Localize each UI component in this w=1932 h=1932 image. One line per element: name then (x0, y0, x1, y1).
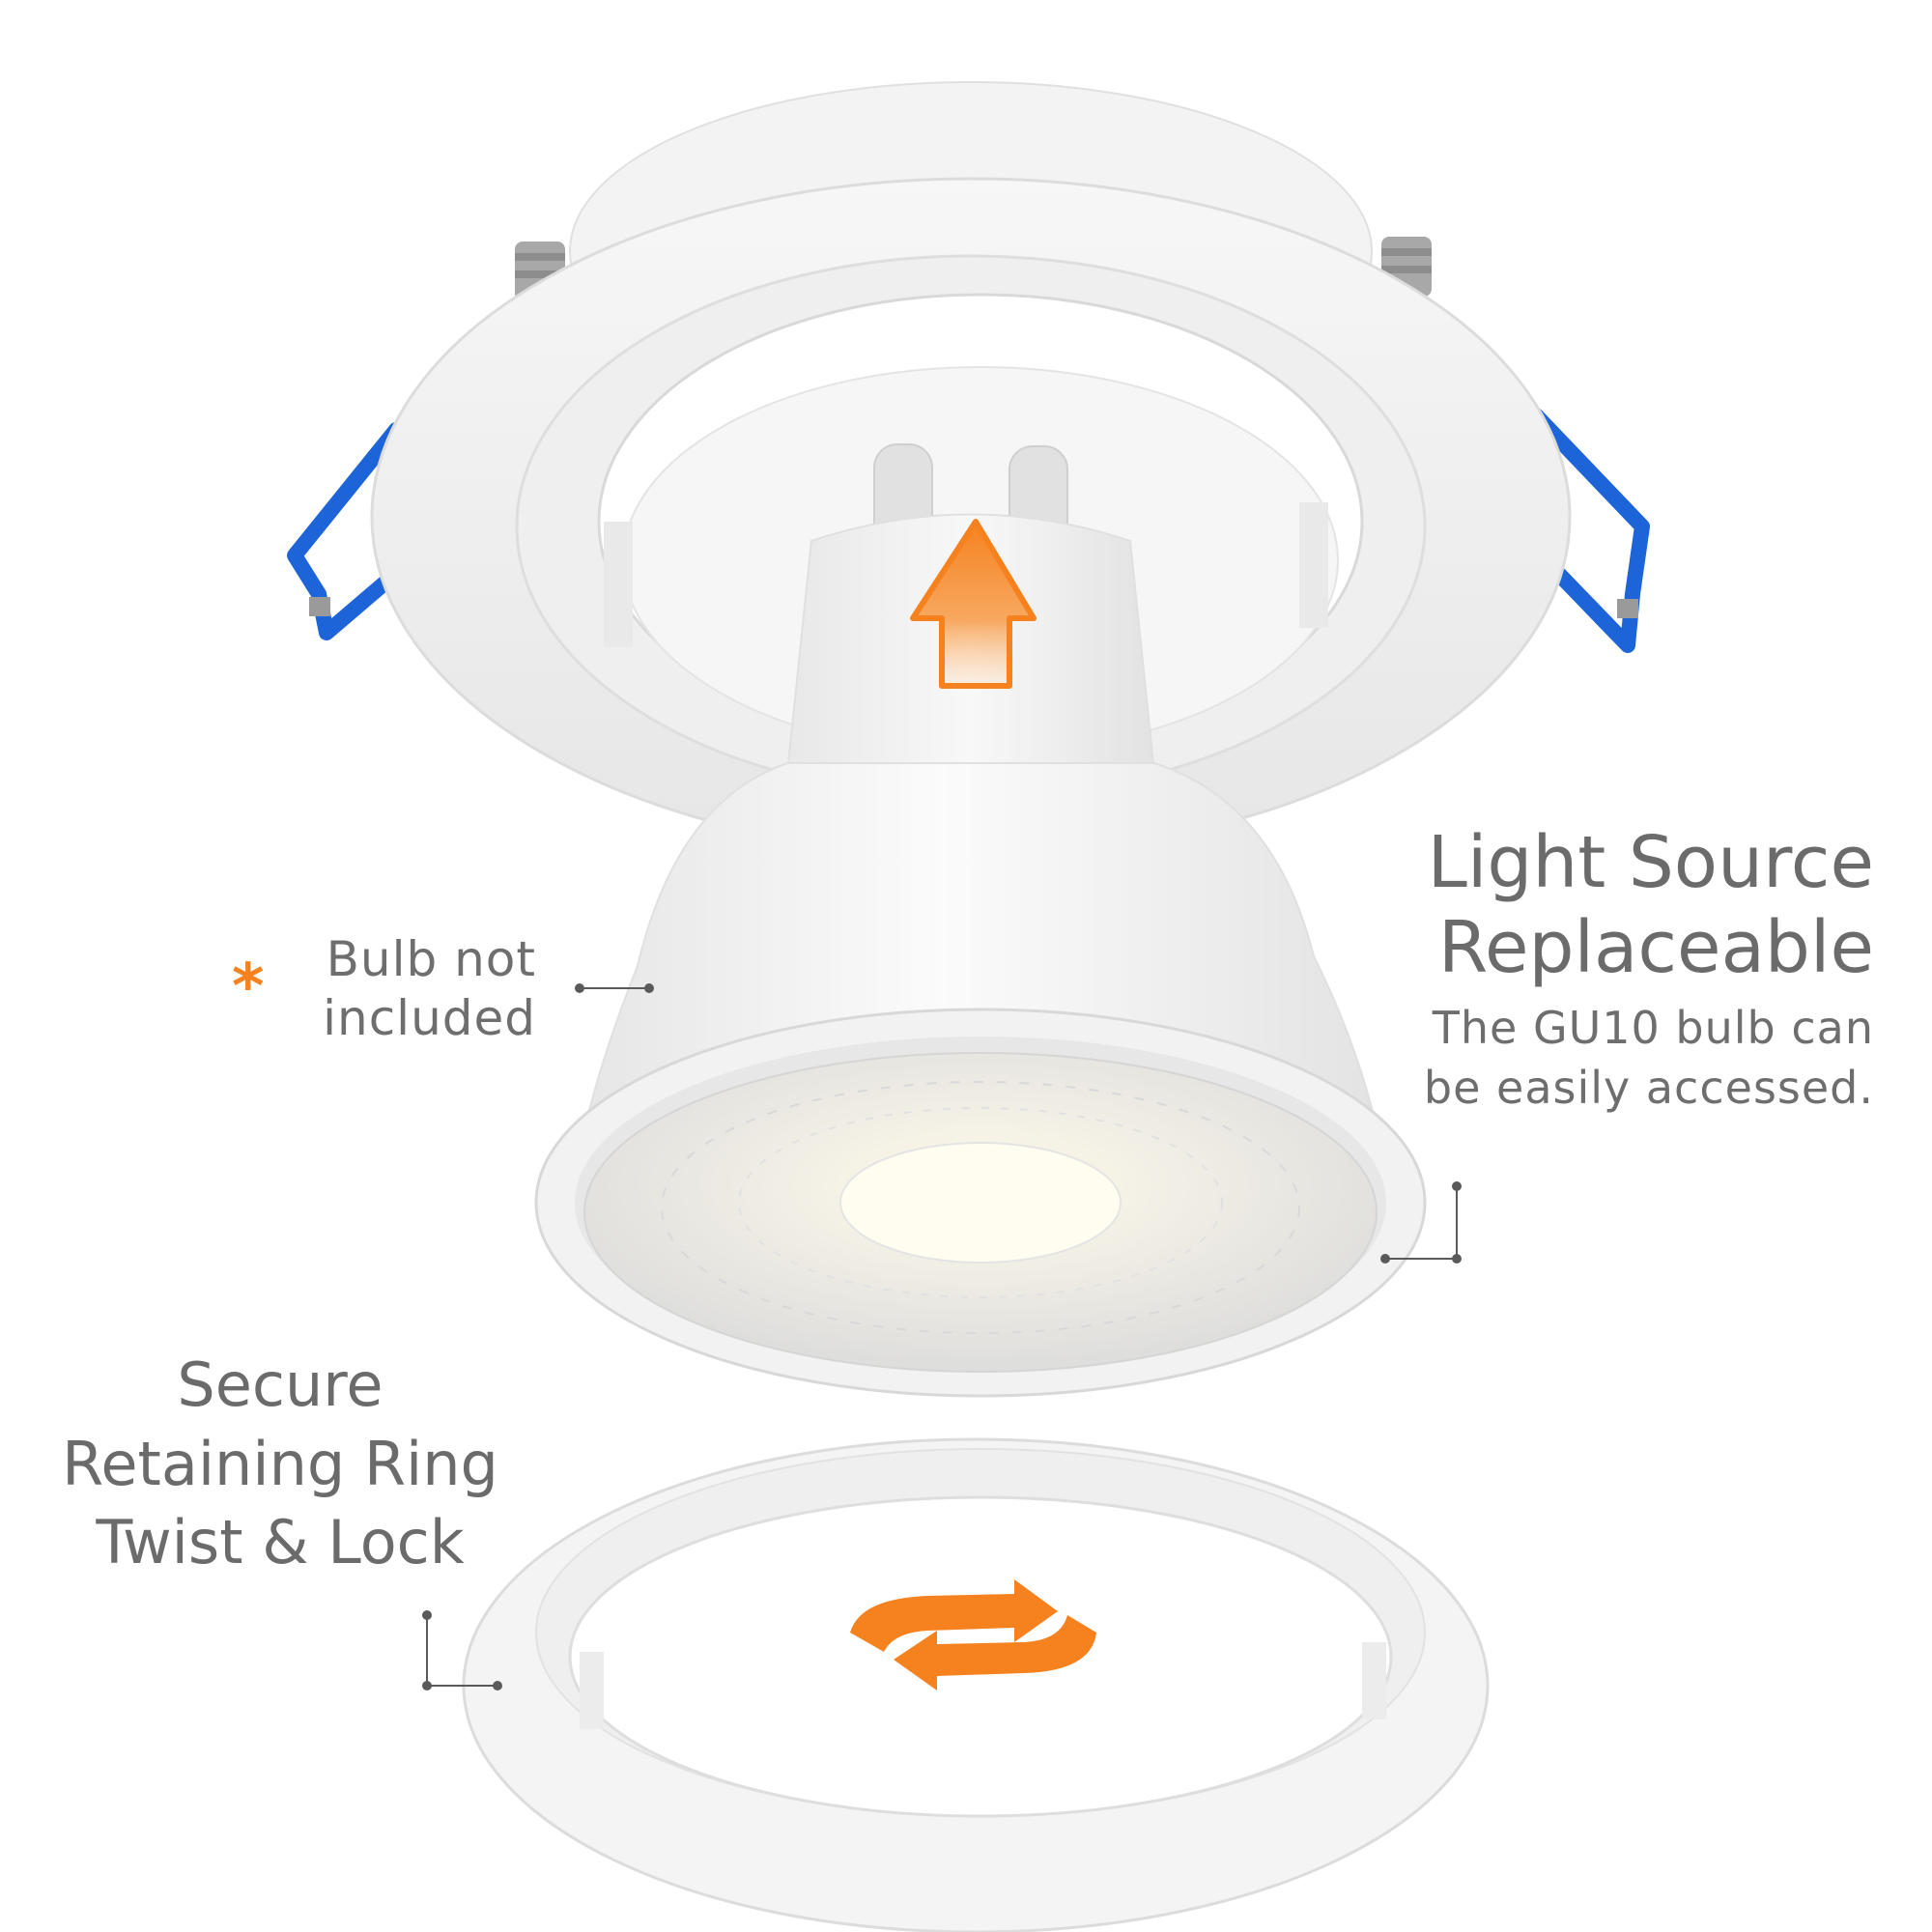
arrow-up-icon (910, 519, 1037, 689)
retaining-ring-title-line1: Secure (177, 1350, 384, 1420)
spring-clip-right (1528, 408, 1650, 653)
leader-line-retaining-ring (422, 1610, 502, 1690)
light-source-title-line2: Replaceable (1437, 906, 1874, 989)
light-source-title-line1: Light Source (1427, 821, 1874, 904)
retaining-ring-title-line2: Retaining Ring (62, 1429, 498, 1499)
retaining-ring (462, 1437, 1490, 1932)
asterisk-icon: * (232, 952, 265, 1023)
leader-line-bulb-note (575, 983, 654, 993)
retaining-ring-title-line3: Twist & Lock (96, 1507, 465, 1577)
leader-line-light-source (1380, 1181, 1462, 1264)
gu10-bulb (534, 443, 1427, 1398)
bulb-note-line2: included (323, 990, 536, 1046)
light-source-subtitle-line1: The GU10 bulb can (1432, 1002, 1874, 1054)
spring-clip-left (287, 422, 413, 640)
light-source-subtitle-line2: be easily accessed. (1423, 1062, 1874, 1114)
rotate-arrows-icon (850, 1579, 1096, 1690)
bulb-note-line1: Bulb not (326, 931, 536, 987)
